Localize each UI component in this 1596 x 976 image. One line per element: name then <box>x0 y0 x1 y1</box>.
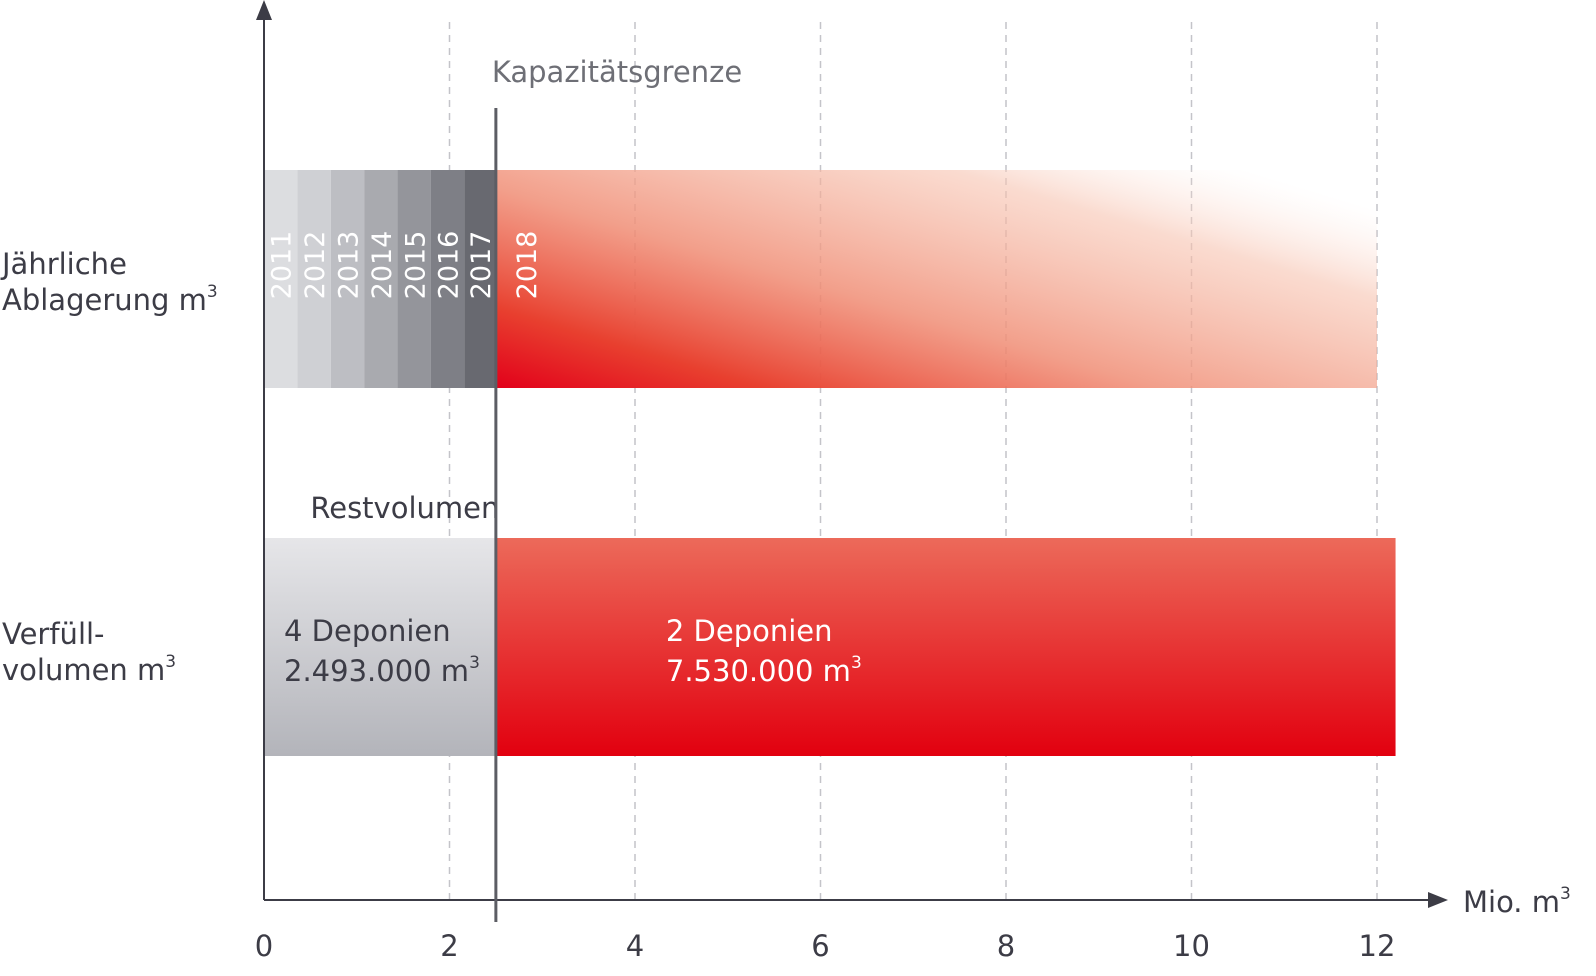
year-label-2015: 2015 <box>400 231 431 300</box>
bar-segment-2012 <box>297 170 331 388</box>
x-tick-label: 10 <box>1173 929 1210 963</box>
year-label-2011: 2011 <box>267 231 298 300</box>
x-tick-labels: 0 2 4 6 8 10 12 <box>255 929 1396 963</box>
x-tick-label: 6 <box>811 929 829 963</box>
axes <box>256 0 1448 908</box>
bar-segment-2017 <box>464 170 496 388</box>
y-axis-arrow <box>256 0 272 20</box>
bar-segment-2018 <box>495 170 1377 388</box>
x-axis-arrow <box>1428 892 1448 908</box>
bar-segment-2011 <box>264 170 298 388</box>
x-tick-label: 12 <box>1359 929 1396 963</box>
year-label-2016: 2016 <box>434 231 465 300</box>
row-label-ablagerung: Jährliche Ablagerung m3 <box>2 247 218 317</box>
year-label-2017: 2017 <box>466 231 497 300</box>
year-label-2014: 2014 <box>367 231 398 300</box>
year-label-2013: 2013 <box>333 231 364 300</box>
row-label-verfuellvolumen: Verfüll- volumen m3 <box>2 617 177 687</box>
bar-segment-2016 <box>430 170 465 388</box>
bar-segment-2014 <box>364 170 398 388</box>
restvolumen-caption: Restvolumen <box>310 491 499 525</box>
volume-label-amount: 2.493.000 m3 <box>284 653 480 688</box>
x-axis-label: Mio. m3 <box>1463 884 1571 919</box>
x-tick-label: 4 <box>626 929 644 963</box>
year-label-2012: 2012 <box>300 231 331 300</box>
x-tick-label: 0 <box>255 929 273 963</box>
x-tick-label: 8 <box>997 929 1015 963</box>
volume-bar-1 <box>264 538 496 756</box>
bar-segment-2015 <box>397 170 431 388</box>
volume-bar-2 <box>495 538 1396 756</box>
volume-label-count: 4 Deponien <box>284 614 451 648</box>
grid-lines <box>448 22 1378 900</box>
volume-label-count: 2 Deponien <box>666 614 833 648</box>
year-label-2018: 2018 <box>512 231 543 300</box>
volume-label-amount: 7.530.000 m3 <box>666 653 862 688</box>
capacity-limit-label: Kapazitätsgrenze <box>492 55 742 89</box>
x-tick-label: 2 <box>440 929 458 963</box>
capacity-limit: Kapazitätsgrenze <box>492 55 742 922</box>
bar-segment-2013 <box>330 170 365 388</box>
